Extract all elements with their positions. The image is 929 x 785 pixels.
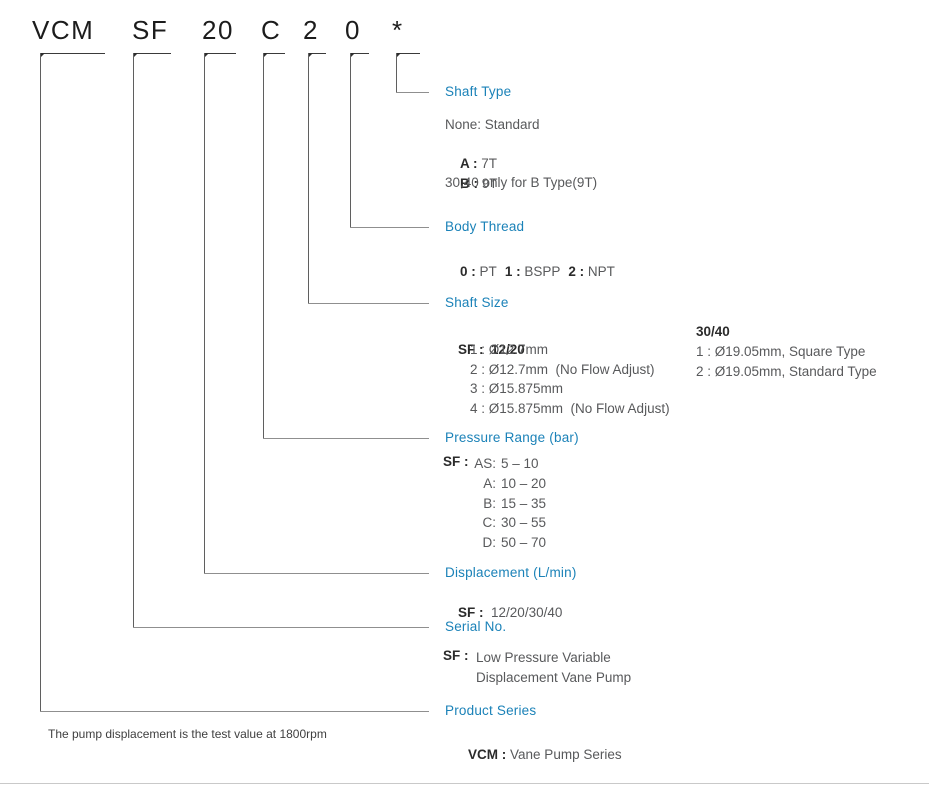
bracket-corner-0: [350, 53, 355, 58]
body-thread-key-1: 1 :: [504, 264, 521, 279]
bracket-top-20: [204, 53, 236, 54]
pressure-key: C:: [482, 515, 497, 530]
pressure-key: AS:: [474, 456, 496, 471]
shaft-size-left-item: 3 : Ø15.875mm: [470, 381, 564, 396]
shaft-size-left-item: 4 : Ø15.875mm (No Flow Adjust): [470, 401, 670, 416]
pressure-range-row: AS: 5 – 10: [470, 454, 539, 474]
label-body-thread: Body Thread: [445, 219, 525, 234]
bracket-vline-0: [350, 53, 351, 227]
pressure-range-row: A: 10 – 20: [470, 474, 546, 494]
label-shaft-type: Shaft Type: [445, 84, 512, 99]
label-product-series: Product Series: [445, 703, 537, 718]
pressure-range-prefix: SF :: [443, 454, 469, 469]
bracket-corner-vcm: [40, 53, 45, 58]
body-thread-key-2: 2 :: [568, 264, 585, 279]
shaft-type-val-a: 7T: [481, 155, 498, 171]
pressure-val: 10 – 20: [501, 476, 547, 491]
pressure-val: 30 – 55: [501, 515, 547, 530]
bracket-vline-c: [263, 53, 264, 438]
code-segment-displacement: 20: [202, 15, 234, 45]
connector-body-thread: [350, 227, 429, 228]
shaft-size-prefix: SF :: [458, 341, 484, 357]
shaft-size-left-item: 2 : Ø12.7mm (No Flow Adjust): [470, 362, 655, 377]
bracket-vline-sf: [133, 53, 134, 627]
shaft-type-key-b: B :: [460, 175, 479, 191]
serial-no-prefix: SF :: [443, 648, 469, 663]
pressure-key: A:: [483, 476, 496, 491]
serial-no-line1: Low Pressure Variable: [476, 650, 611, 665]
body-thread-options: 0 : PT 1 : BSPP 2 : NPT: [445, 249, 615, 294]
shaft-size-left-group: 12/20: [491, 341, 525, 357]
bracket-vline-star: [396, 53, 397, 92]
footnote: The pump displacement is the test value …: [48, 727, 327, 741]
code-segment-series: VCM: [32, 15, 95, 45]
bracket-top-2: [308, 53, 326, 54]
bottom-divider: [0, 783, 929, 784]
code-segment-shaft-type: *: [392, 15, 404, 45]
serial-no-line2: Displacement Vane Pump: [476, 669, 632, 685]
pressure-val: 50 – 70: [501, 535, 547, 550]
shaft-size-left-header: SF : 12/20: [443, 320, 525, 379]
product-series-row: VCM : Vane Pump Series: [453, 732, 622, 777]
shaft-type-option-b: B : 9T: [445, 154, 498, 213]
label-displacement: Displacement (L/min): [445, 565, 577, 580]
shaft-size-left-item: 1 : Ø12.7mm: [470, 342, 549, 357]
pressure-range-row: C: 30 – 55: [470, 513, 547, 533]
code-segment-shaft-size: 2: [303, 15, 319, 45]
bracket-corner-2: [308, 53, 313, 58]
bracket-corner-star: [396, 53, 401, 58]
bracket-vline-20: [204, 53, 205, 573]
bracket-corner-sf: [133, 53, 138, 58]
connector-serial-no: [133, 627, 429, 628]
label-pressure-range: Pressure Range (bar): [445, 430, 579, 445]
product-series-prefix: VCM :: [468, 747, 507, 762]
connector-shaft-size: [308, 303, 429, 304]
code-segment-serial: SF: [132, 15, 169, 45]
product-series-value: Vane Pump Series: [510, 747, 622, 762]
bracket-corner-c: [263, 53, 268, 58]
shaft-type-note: 30,40 only for B Type(9T): [445, 175, 598, 190]
bracket-top-sf: [133, 53, 171, 54]
pressure-val: 15 – 35: [501, 496, 547, 511]
pressure-key: D:: [482, 535, 497, 550]
code-segment-pressure: C: [261, 15, 282, 45]
shaft-size-right-item: 1 : Ø19.05mm, Square Type: [696, 344, 866, 359]
displacement-prefix: SF :: [458, 605, 484, 620]
connector-shaft-type: [396, 92, 429, 93]
pressure-range-row: B: 15 – 35: [470, 494, 546, 514]
pressure-range-row: D: 50 – 70: [470, 533, 547, 553]
displacement-row: SF : 12/20/30/40: [443, 590, 562, 635]
displacement-value: 12/20/30/40: [491, 605, 563, 620]
bracket-corner-20: [204, 53, 209, 58]
pressure-val: 5 – 10: [501, 456, 539, 471]
bracket-top-vcm: [40, 53, 105, 54]
code-segment-body-thread: 0: [345, 15, 361, 45]
bracket-vline-2: [308, 53, 309, 303]
shaft-size-right-group: 30/40: [696, 324, 730, 339]
connector-product-series: [40, 711, 429, 712]
body-thread-val-2: NPT: [587, 264, 615, 279]
bracket-top-star: [396, 53, 420, 54]
shaft-type-key-a: A :: [460, 155, 478, 171]
shaft-size-right-item: 2 : Ø19.05mm, Standard Type: [696, 364, 877, 379]
shaft-type-none: None: Standard: [445, 117, 540, 132]
bracket-top-0: [350, 53, 369, 54]
shaft-type-val-b: 9T: [481, 175, 498, 191]
connector-pressure-range: [263, 438, 429, 439]
label-serial-no: Serial No.: [445, 619, 507, 634]
body-thread-val-0: PT: [479, 264, 497, 279]
label-shaft-size: Shaft Size: [445, 295, 509, 310]
bracket-top-c: [263, 53, 285, 54]
shaft-type-option-a: A : 7T: [445, 134, 497, 193]
bracket-vline-vcm: [40, 53, 41, 711]
connector-displacement: [204, 573, 429, 574]
pressure-key: B:: [483, 496, 496, 511]
body-thread-key-0: 0 :: [460, 264, 476, 279]
body-thread-val-1: BSPP: [524, 264, 561, 279]
